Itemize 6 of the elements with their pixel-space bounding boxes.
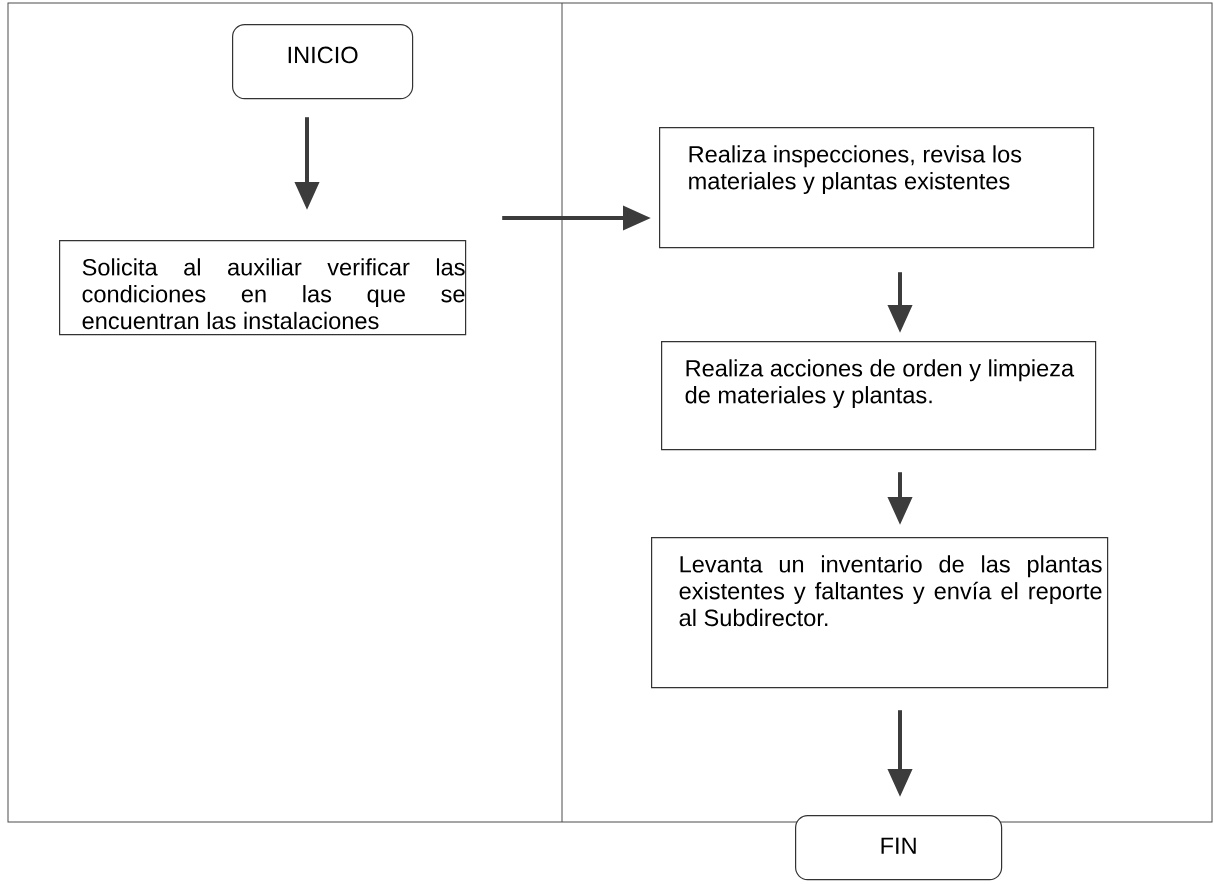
process-box: Solicita al auxiliar verificar las condiciones en las que se encuentran las instalaciones — [59, 240, 467, 336]
process-box: Realiza acciones de orden y limpieza de materiales y plantas. — [661, 341, 1097, 451]
terminal-box: INICIO — [232, 24, 414, 100]
terminal-box: FIN — [795, 815, 1003, 881]
process-box: Realiza inspecciones, revisa los materiales y plantas existentes — [659, 127, 1095, 249]
process-box: Levanta un inventario de las plantas existentes y faltantes y envía el reporte al Subdirector. — [651, 537, 1109, 689]
